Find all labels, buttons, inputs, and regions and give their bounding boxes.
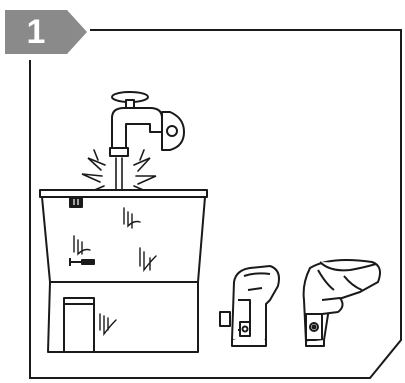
faucet-icon <box>110 92 184 156</box>
filter-lid-component-icon <box>304 260 380 346</box>
pump-component-icon <box>220 266 279 346</box>
